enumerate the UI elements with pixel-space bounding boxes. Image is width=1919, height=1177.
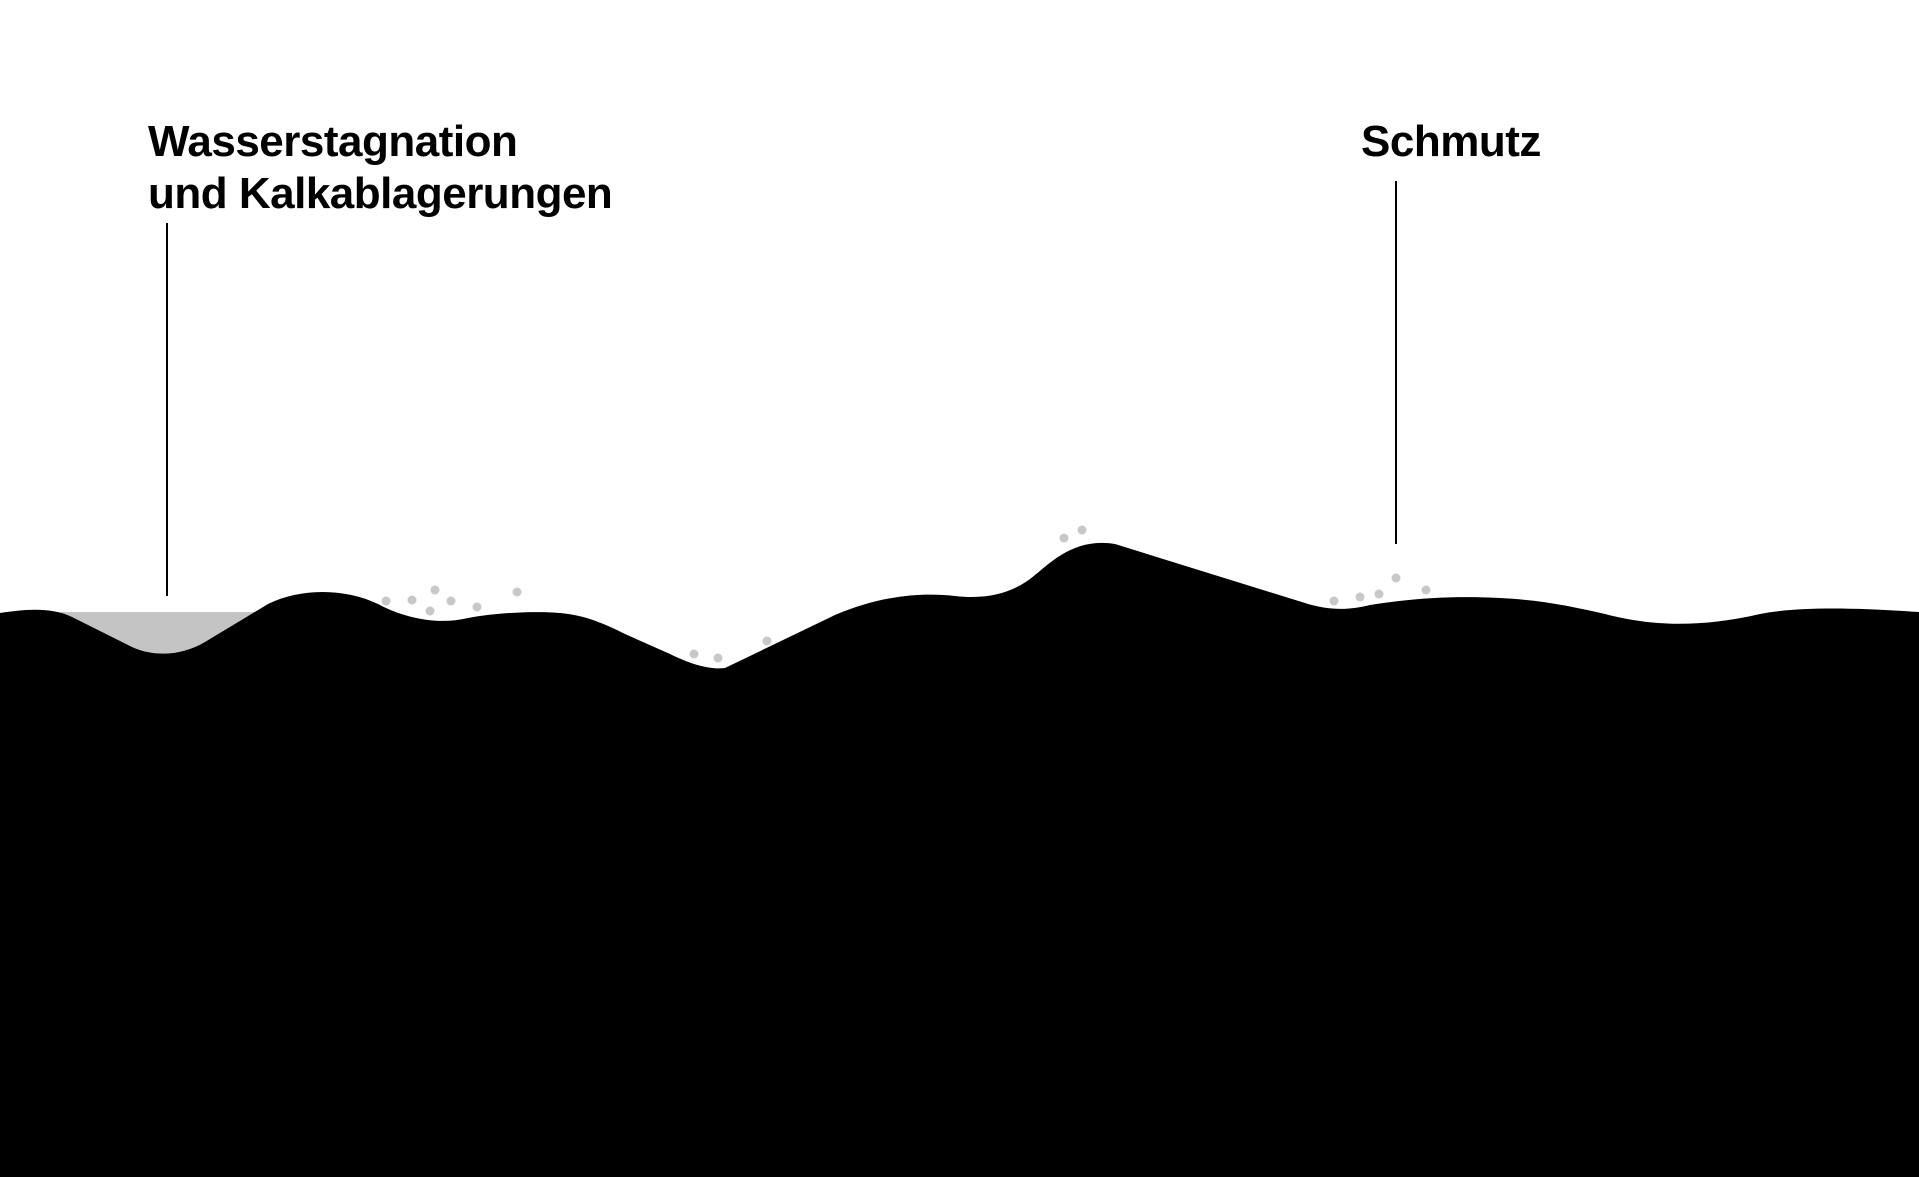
- label-water-line1: Wasserstagnation: [148, 117, 517, 166]
- dirt-particle: [1391, 573, 1401, 583]
- label-water-stagnation: Wasserstagnation und Kalkablagerungen: [148, 117, 612, 218]
- dirt-particle: [472, 602, 482, 612]
- dirt-particle: [1329, 596, 1339, 606]
- dirt-particle: [407, 595, 417, 605]
- dirt-particle: [512, 587, 522, 597]
- rough-surface: [0, 542, 1919, 1177]
- dirt-particle: [1355, 592, 1365, 602]
- dirt-particles: [381, 525, 1431, 663]
- dirt-particle: [1059, 533, 1069, 543]
- label-water-line2: und Kalkablagerungen: [148, 169, 612, 218]
- dirt-particle: [430, 585, 440, 595]
- dirt-particle: [446, 596, 456, 606]
- label-dirt: Schmutz: [1361, 117, 1541, 166]
- dirt-particle: [762, 636, 772, 646]
- dirt-particle: [1077, 525, 1087, 535]
- dirt-particle: [1374, 589, 1384, 599]
- dirt-particle: [381, 596, 391, 606]
- water-pool: [60, 612, 268, 659]
- dirt-particle: [425, 606, 435, 616]
- dirt-particle: [1421, 585, 1431, 595]
- dirt-particle: [689, 649, 699, 659]
- dirt-particle: [713, 653, 723, 663]
